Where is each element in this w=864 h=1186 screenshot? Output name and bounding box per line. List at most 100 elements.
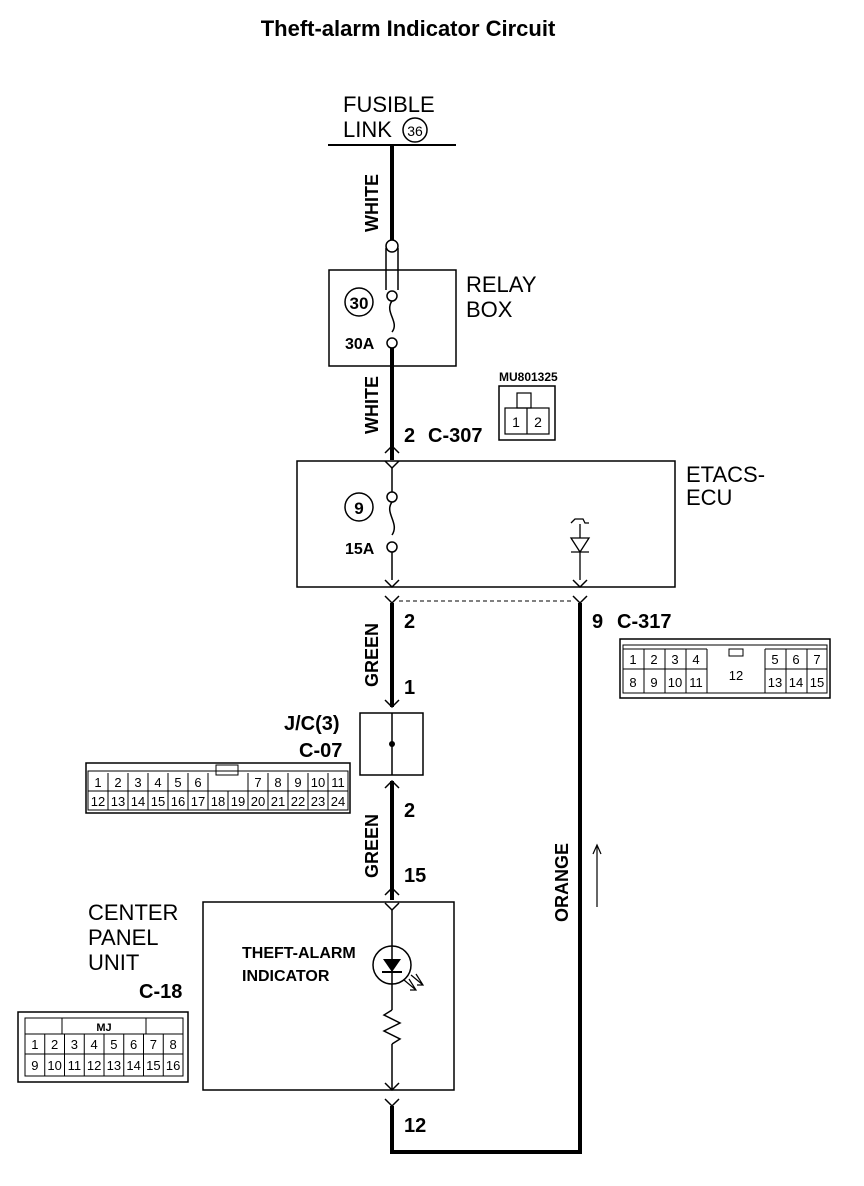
c317-pin-14: 14 — [789, 675, 803, 690]
c18-pin-8: 8 — [170, 1037, 177, 1052]
c317-pin-2: 2 — [650, 652, 657, 667]
c18-pin-14: 14 — [126, 1058, 140, 1073]
c317-pin-6: 6 — [792, 652, 799, 667]
jc-pin-18: 18 — [211, 794, 225, 809]
jc-pin-24: 24 — [331, 794, 345, 809]
c317-pin-11: 11 — [689, 675, 703, 690]
center-panel-id: C-18 — [139, 981, 182, 1003]
relay-plug — [385, 248, 399, 290]
jc-pin-20: 20 — [251, 794, 265, 809]
jc-connector-face — [85, 762, 351, 814]
center-panel-unit-box — [202, 901, 455, 1091]
fuse-9-rating: 15A — [345, 541, 375, 558]
relay-box-label-2: BOX — [466, 297, 513, 322]
jc-label: J/C(3) — [284, 713, 340, 735]
c18-pin-4: 4 — [91, 1037, 98, 1052]
jc-pin-9: 9 — [294, 775, 301, 790]
c317-pin-4: 4 — [692, 652, 699, 667]
c18-pin-6: 6 — [130, 1037, 137, 1052]
fuse-9-number: 9 — [354, 499, 363, 518]
connector-mu-pin-2: 2 — [534, 414, 542, 430]
jc-pin-15: 15 — [151, 794, 165, 809]
c18-pin-9: 9 — [31, 1058, 38, 1073]
jc-pin-17: 17 — [191, 794, 205, 809]
wire-label-white-top: WHITE — [362, 174, 382, 232]
c317-pin-12: 12 — [729, 668, 743, 683]
c317-left-mark — [384, 579, 400, 605]
jc-pin-1: 1 — [94, 775, 101, 790]
fuse-30-terminal-bottom — [386, 337, 398, 349]
jc-pin-6: 6 — [194, 775, 201, 790]
fuse-9-element — [389, 501, 395, 536]
fusible-link-number: 36 — [407, 123, 423, 139]
connector-mu-pin-1: 1 — [512, 414, 520, 430]
c18-pin-7: 7 — [150, 1037, 157, 1052]
etacs-label-1: ETACS- — [686, 462, 765, 487]
jc-pin-4: 4 — [154, 775, 161, 790]
c18-pin-10: 10 — [47, 1058, 61, 1073]
c317-id: C-317 — [617, 611, 671, 633]
etacs-ecu-box — [296, 460, 676, 588]
c317-pin-15: 15 — [810, 675, 824, 690]
c18-pin-13: 13 — [107, 1058, 121, 1073]
c307-id: C-307 — [428, 425, 482, 447]
led-icon — [372, 945, 425, 991]
wire-label-orange: ORANGE — [552, 843, 572, 922]
c317-pin-13: 13 — [768, 675, 782, 690]
fuse-30-element — [389, 300, 395, 333]
c317-pin-1: 1 — [629, 652, 636, 667]
c317-pin-right: 9 — [592, 611, 603, 633]
c317-pin-left: 2 — [404, 611, 415, 633]
jc-pin-13: 13 — [111, 794, 125, 809]
jc-pin-12: 12 — [91, 794, 105, 809]
fuse-9-number-circle — [344, 492, 374, 522]
c317-connector-face — [619, 638, 831, 699]
fuse-9-terminal-top — [386, 491, 398, 503]
c18-pin-12: 12 — [87, 1058, 101, 1073]
wire-label-green-top: GREEN — [362, 623, 382, 687]
fusible-link-number-circle — [402, 117, 428, 143]
fuse-30-number: 30 — [350, 294, 369, 313]
c317-pin-10: 10 — [668, 675, 682, 690]
jc-pin-8: 8 — [274, 775, 281, 790]
jc-pin-bottom: 2 — [404, 800, 415, 822]
c317-pin-3: 3 — [671, 652, 678, 667]
center-panel-pin-top: 15 — [404, 865, 426, 887]
c18-pin-15: 15 — [146, 1058, 160, 1073]
jc-pin-22: 22 — [291, 794, 305, 809]
diagram-title: Theft-alarm Indicator Circuit — [261, 16, 556, 41]
indicator-label-1: THEFT-ALARM — [242, 945, 356, 962]
jc-pin-top: 1 — [404, 677, 415, 699]
c317-pin-8: 8 — [629, 675, 636, 690]
center-panel-pin-bottom: 12 — [404, 1115, 426, 1137]
fuse-30-terminal-top — [386, 290, 398, 302]
current-direction-arrow-icon — [592, 843, 602, 907]
connector-mu-housing — [498, 385, 556, 441]
jc-pin-2: 2 — [114, 775, 121, 790]
resistor-icon — [382, 1009, 402, 1045]
jc-pin-10: 10 — [311, 775, 325, 790]
relay-box-label-1: RELAY — [466, 272, 537, 297]
fuse-30-rating: 30A — [345, 336, 375, 353]
jc-pin-7: 7 — [254, 775, 261, 790]
jc-splice-dot — [389, 741, 395, 747]
jc-pin-21: 21 — [271, 794, 285, 809]
jc-pin-16: 16 — [171, 794, 185, 809]
fuse-30-number-circle — [344, 287, 374, 317]
c317-pin-9: 9 — [650, 675, 657, 690]
center-panel-label-3: UNIT — [88, 950, 139, 975]
fuse-9-terminal-bottom — [386, 541, 398, 553]
jc-id: C-07 — [299, 740, 342, 762]
c18-pin-1: 1 — [31, 1037, 38, 1052]
c317-pin-7: 7 — [813, 652, 820, 667]
etacs-label-2: ECU — [686, 485, 732, 510]
jc-pin-11: 11 — [331, 775, 345, 790]
connector-mu-part: MU801325 — [499, 370, 558, 384]
c317-right-mark — [572, 579, 588, 605]
c18-pin-3: 3 — [71, 1037, 78, 1052]
c317-pin-5: 5 — [771, 652, 778, 667]
connector-mu-latch — [516, 392, 532, 409]
